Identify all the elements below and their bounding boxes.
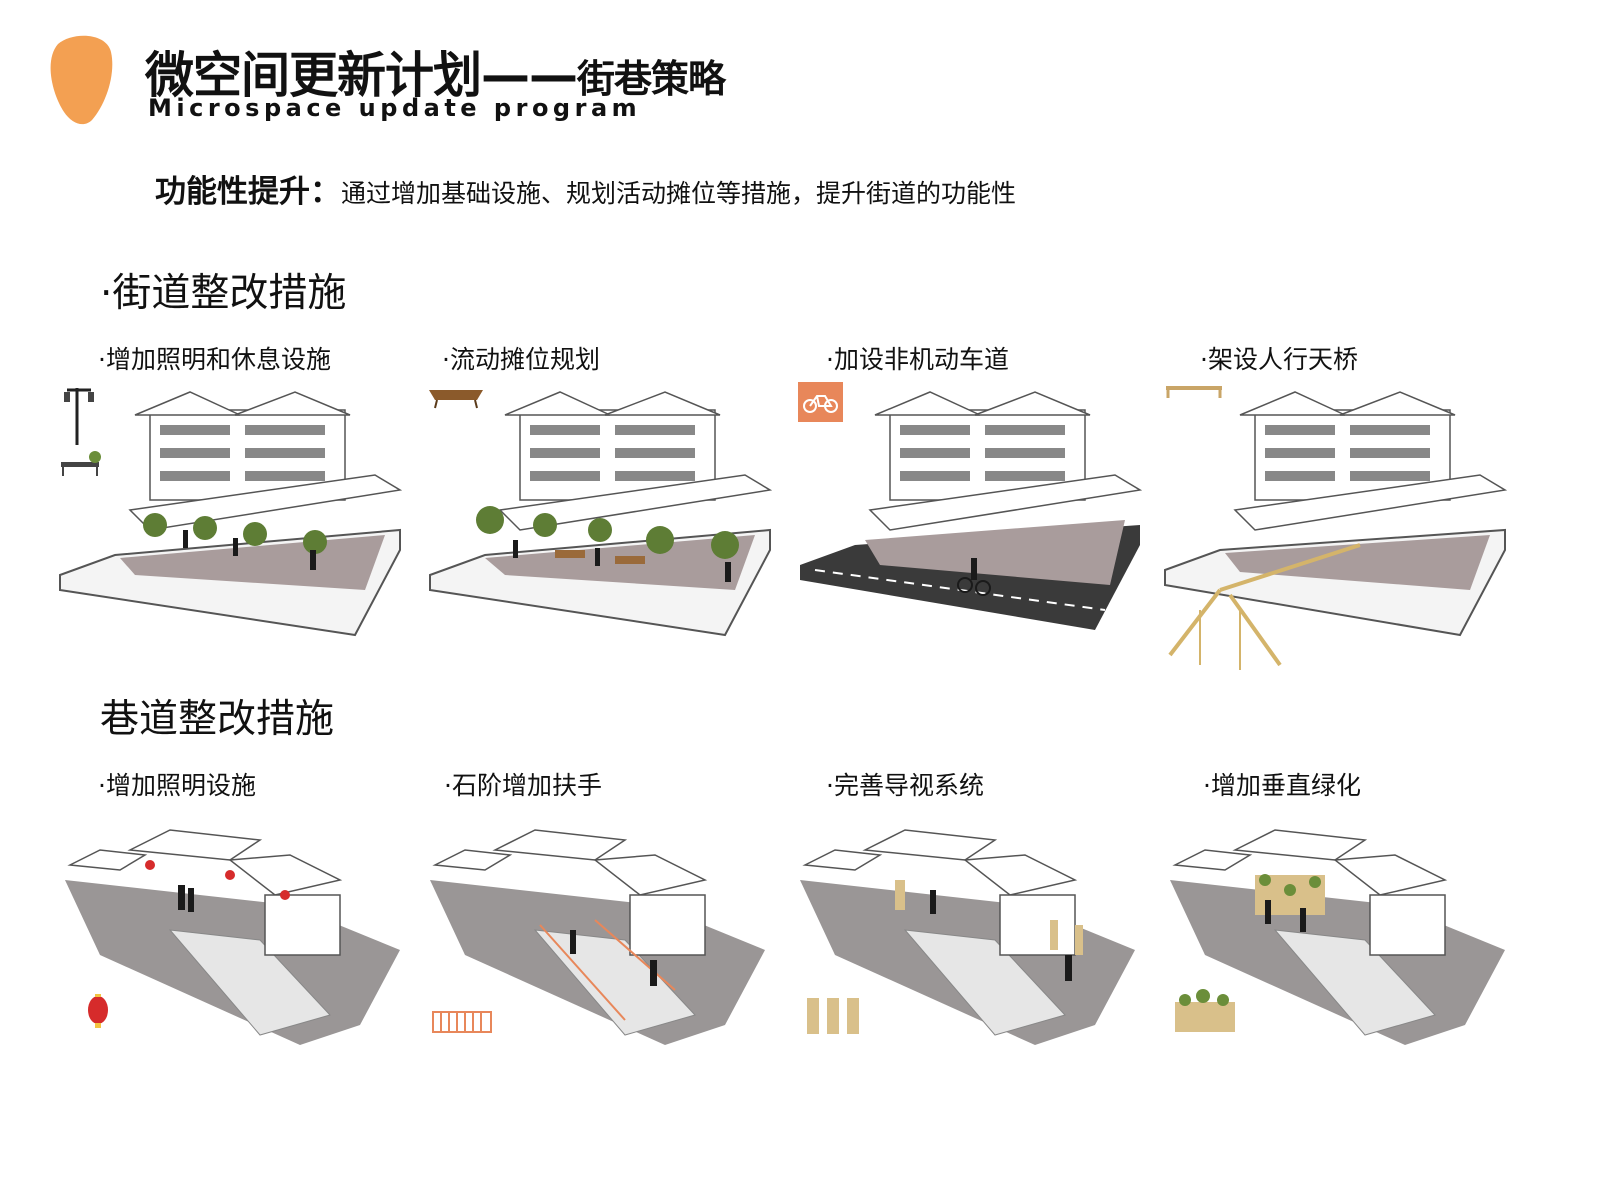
street-bikelane-illustration <box>798 382 1143 630</box>
street-lighting-illustration <box>59 388 403 637</box>
lane-item-lighting-label: ·增加照明设施 <box>98 771 256 800</box>
street-item-lighting-label: ·增加照明和休息设施 <box>98 345 331 374</box>
street-item-bikelane-label: ·加设非机动车道 <box>826 345 1009 374</box>
vertical-greenery-icon <box>1175 989 1235 1032</box>
lane-lighting-illustration <box>65 829 400 1045</box>
streetlamp-bench-icon <box>61 388 101 476</box>
lane-signage-illustration <box>800 829 1135 1045</box>
page-title: 微空间更新计划——街巷策略 <box>145 47 726 104</box>
street-footbridge-illustration <box>1164 386 1508 670</box>
lane-greenery-illustration <box>1170 829 1505 1045</box>
page-subtitle: Microspace update program <box>148 94 642 122</box>
footbridge-icon <box>1166 386 1222 398</box>
red-lantern-icon <box>88 994 108 1028</box>
intro-text: 通过增加基础设施、规划活动摊位等措施，提升街道的功能性 <box>341 179 1017 208</box>
lane-handrail-illustration <box>430 829 765 1045</box>
lane-item-signage-label: ·完善导视系统 <box>826 771 984 800</box>
intro-label: 功能性提升： <box>155 174 341 210</box>
street-item-footbridge-label: ·架设人行天桥 <box>1200 345 1358 374</box>
signage-icon <box>807 998 859 1034</box>
intro-line: 功能性提升：通过增加基础设施、规划活动摊位等措施，提升街道的功能性 <box>155 166 1016 211</box>
street-item-stall-label: ·流动摊位规划 <box>442 345 600 374</box>
street-stall-illustration <box>429 390 773 637</box>
street-section-title: ·街道整改措施 <box>100 271 347 316</box>
market-stall-icon <box>429 390 483 409</box>
lane-item-greenery-label: ·增加垂直绿化 <box>1203 771 1361 800</box>
lane-item-handrail-label: ·石阶增加扶手 <box>444 771 602 800</box>
orange-drop-logo <box>50 35 113 125</box>
lane-section-title: 巷道整改措施 <box>100 697 335 742</box>
bicycle-icon <box>798 382 843 422</box>
handrail-icon <box>432 1011 492 1033</box>
